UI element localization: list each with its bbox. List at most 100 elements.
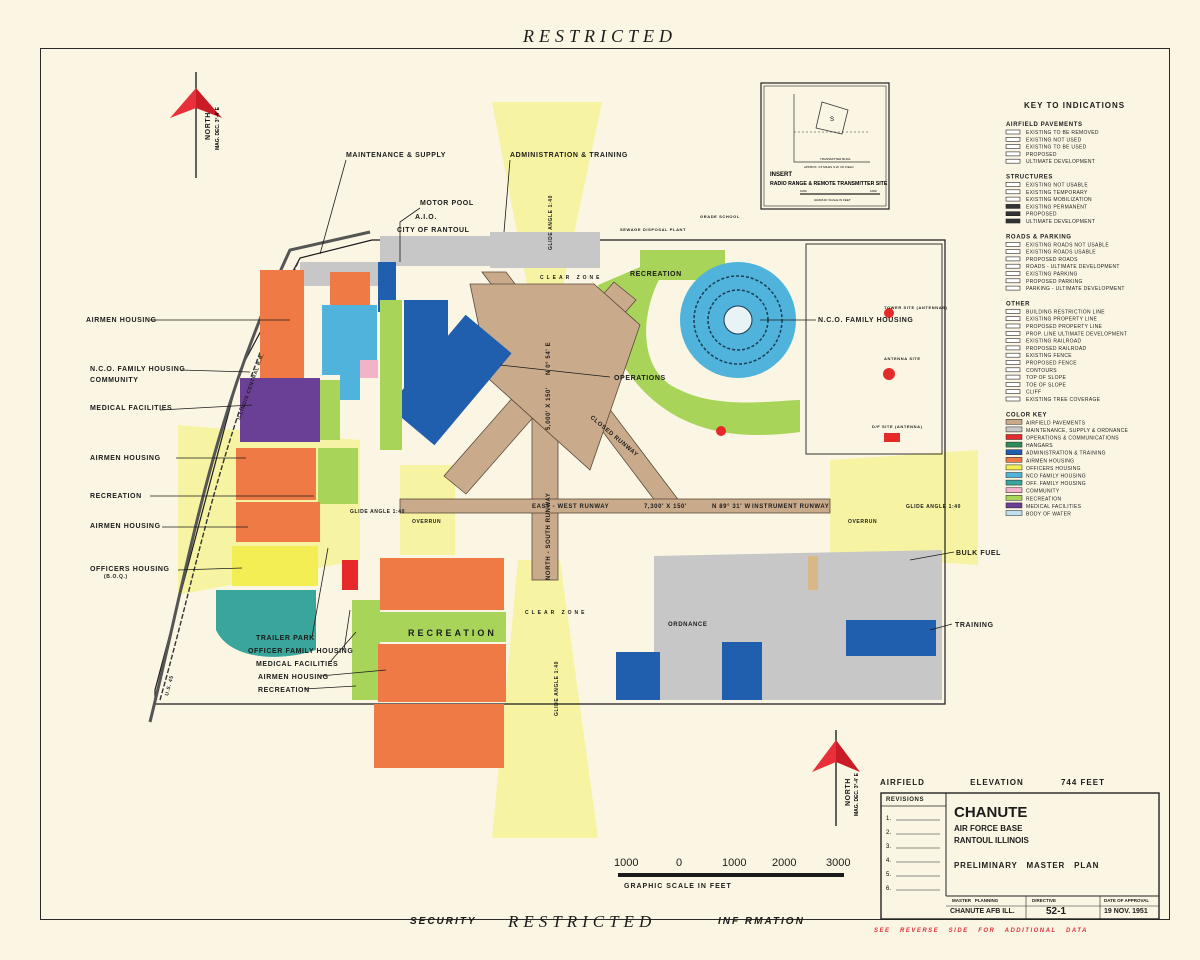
mag-dec-top: MAG. DEC. 3°-4' E bbox=[215, 106, 221, 150]
scale-tick-4: 3000 bbox=[826, 857, 851, 869]
color-key-item: HANGARS bbox=[1026, 443, 1053, 449]
label-nco-left: N.C.O. FAMILY HOUSING bbox=[90, 366, 185, 373]
insert-site: S bbox=[830, 117, 834, 123]
legend-swatch bbox=[1005, 323, 1021, 329]
legend-item: PROP. LINE ULTIMATE DEVELOPMENT bbox=[1026, 331, 1127, 337]
tb-directive-no: 52-1 bbox=[1046, 906, 1067, 917]
south-housing bbox=[374, 558, 506, 768]
banner-information: INF RMATION bbox=[718, 916, 805, 927]
tb-name: CHANUTE bbox=[954, 804, 1028, 821]
legend-heading: OTHER bbox=[1006, 301, 1030, 307]
label-recreation-1: RECREATION bbox=[90, 493, 142, 500]
label-operations: OPERATIONS bbox=[614, 375, 666, 382]
label-glide-n: GLIDE ANGLE 1:40 bbox=[548, 195, 554, 250]
color-swatch bbox=[1005, 472, 1023, 478]
legend-item: PROPOSED bbox=[1026, 152, 1057, 158]
mag-dec-bottom: MAG. DEC. 3°-4' E bbox=[854, 772, 860, 816]
ns-runway-label: NORTH - SOUTH RUNWAY bbox=[546, 493, 552, 580]
color-swatch bbox=[1005, 449, 1023, 455]
scale-tick-1: 0 bbox=[676, 857, 683, 869]
insert-scale-label: GRAPHIC SCALE IN FEET bbox=[814, 198, 851, 202]
color-swatch bbox=[1005, 510, 1023, 516]
insert-scale-a: 1000 bbox=[800, 189, 807, 193]
ne-field bbox=[805, 243, 943, 455]
label-bulk-fuel: BULK FUEL bbox=[956, 550, 1001, 557]
label-community: COMMUNITY bbox=[90, 377, 139, 384]
legend-swatch bbox=[1005, 271, 1021, 276]
label-glide-w: GLIDE ANGLE 1:40 bbox=[350, 509, 405, 515]
legend-swatch bbox=[1005, 331, 1021, 336]
legend-item: PROPOSED bbox=[1026, 212, 1057, 218]
legend-swatch bbox=[1005, 158, 1021, 164]
legend-heading: AIRFIELD PAVEMENTS bbox=[1006, 122, 1083, 128]
ns-bearing-label: N 0° 54' E bbox=[546, 342, 552, 375]
legend: KEY TO INDICATIONS AIRFIELD PAVEMENTSEXI… bbox=[1005, 101, 1129, 518]
scale-tick-2: 1000 bbox=[722, 857, 747, 869]
legend-item: PROPOSED ROADS bbox=[1026, 257, 1078, 263]
recreation-arc bbox=[598, 250, 800, 436]
label-city: CITY OF RANTOUL bbox=[397, 227, 470, 234]
color-swatch bbox=[1005, 419, 1023, 425]
elevation-label: AIRFIELD bbox=[880, 778, 925, 787]
tb-plan: PRELIMINARY MASTER PLAN bbox=[954, 861, 1100, 870]
legend-swatch bbox=[1005, 352, 1021, 358]
legend-item: EXISTING FENCE bbox=[1026, 353, 1072, 359]
label-recreation-2: RECREATION bbox=[258, 687, 310, 694]
color-swatch bbox=[1005, 441, 1023, 448]
label-antenna-c: D/F SITE (ANTENNA) bbox=[872, 424, 923, 429]
color-key-item: ADMINISTRATION & TRAINING bbox=[1026, 451, 1106, 457]
legend-item: EXISTING NOT USED bbox=[1026, 137, 1082, 143]
tb-directive: DIRECTIVE bbox=[1032, 898, 1057, 903]
clear-zone-north bbox=[492, 102, 602, 300]
training-block bbox=[846, 620, 936, 656]
color-swatch bbox=[1005, 464, 1023, 471]
legend-swatch bbox=[1005, 189, 1021, 195]
insert-map: S TRANSMITTER BLDG. APPROX. 4.5 MILES S.… bbox=[760, 82, 890, 210]
legend-swatch bbox=[1005, 211, 1021, 216]
legend-item: TOE OF SLOPE bbox=[1026, 382, 1067, 388]
legend-item: EXISTING PROPERTY LINE bbox=[1026, 317, 1098, 323]
legend-swatch bbox=[1005, 338, 1021, 343]
tb-line3: RANTOUL ILLINOIS bbox=[954, 836, 1029, 845]
label-boq: (B.O.Q.) bbox=[104, 574, 128, 580]
label-grade-school: GRADE SCHOOL bbox=[700, 214, 740, 219]
legend-swatch bbox=[1005, 316, 1021, 321]
elevation-value: 744 FEET bbox=[1060, 778, 1105, 787]
label-aio: A.I.O. bbox=[415, 214, 437, 221]
revision-number: 5. bbox=[886, 872, 891, 878]
runways bbox=[399, 271, 831, 581]
legend-item: EXISTING ROADS USABLE bbox=[1026, 250, 1096, 256]
north-arrow-bottom: NORTH MAG. DEC. 3°-4' E bbox=[812, 730, 860, 826]
revision-number: 4. bbox=[886, 858, 891, 864]
legend-item: ROADS - ULTIMATE DEVELOPMENT bbox=[1026, 264, 1120, 270]
label-trailer-park: TRAILER PARK bbox=[256, 635, 315, 642]
label-officers-housing: OFFICERS HOUSING bbox=[90, 566, 170, 573]
legend-item: EXISTING MOBILIZATION bbox=[1026, 197, 1092, 203]
color-swatch bbox=[1005, 502, 1023, 509]
legend-item: EXISTING TREE COVERAGE bbox=[1026, 397, 1101, 403]
tb-base-code: CHANUTE AFB ILL. bbox=[950, 908, 1015, 915]
legend-heading: ROADS & PARKING bbox=[1006, 234, 1072, 240]
leader-lines bbox=[150, 159, 955, 690]
legend-swatch bbox=[1005, 218, 1021, 224]
label-officer-family: OFFICER FAMILY HOUSING bbox=[248, 648, 353, 655]
color-key-item: MAINTENANCE, SUPPLY & ORDNANCE bbox=[1026, 428, 1129, 434]
label-overrun-w: OVERRUN bbox=[412, 519, 441, 525]
label-us45: U.S. 45 bbox=[164, 675, 175, 697]
legend-item: PROPOSED FENCE bbox=[1026, 361, 1077, 367]
legend-swatch bbox=[1005, 144, 1021, 149]
legend-item: EXISTING TEMPORARY bbox=[1026, 190, 1088, 196]
cantonment bbox=[216, 232, 600, 700]
legend-swatch bbox=[1005, 136, 1021, 142]
legend-item: EXISTING PERMANENT bbox=[1026, 204, 1088, 210]
legend-swatch bbox=[1005, 129, 1021, 135]
legend-item: CONTOURS bbox=[1026, 368, 1057, 374]
tb-date-label: DATE OF APPROVAL bbox=[1104, 898, 1150, 903]
label-airmen-3: AIRMEN HOUSING bbox=[90, 523, 161, 530]
legend-item: PROPOSED RAILROAD bbox=[1026, 346, 1086, 352]
revision-number: 6. bbox=[886, 886, 891, 892]
insert-title-2: RADIO RANGE & REMOTE TRANSMITTER SITE bbox=[770, 181, 888, 187]
legend-item: BUILDING RESTRICTION LINE bbox=[1026, 309, 1105, 315]
legend-item: EXISTING TO BE REMOVED bbox=[1026, 130, 1099, 136]
legend-swatch bbox=[1005, 196, 1021, 202]
